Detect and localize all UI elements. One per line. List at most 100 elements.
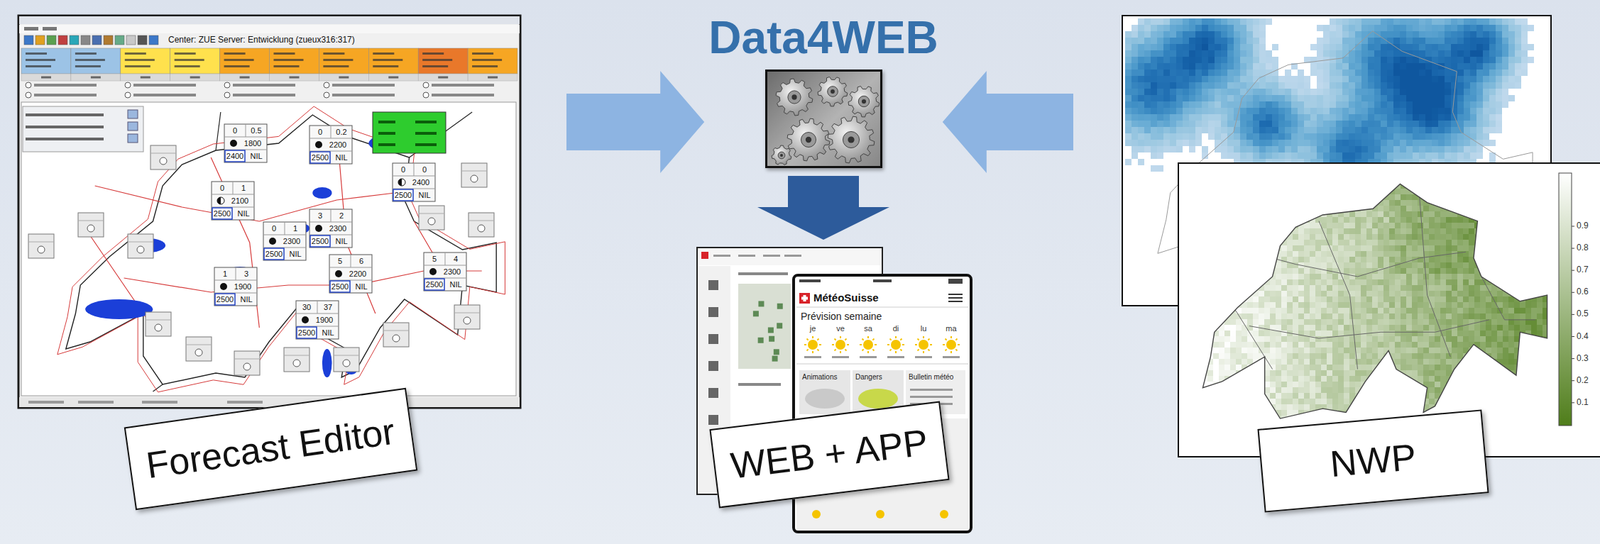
rect-part	[1387, 146, 1394, 153]
rect-part	[70, 48, 121, 74]
rect-part	[1163, 50, 1170, 57]
rect-part	[1450, 50, 1458, 57]
rect-part	[1207, 256, 1214, 263]
line-part	[78, 220, 104, 222]
rect-part	[1137, 63, 1145, 70]
rect-part	[1150, 56, 1158, 64]
rect-part	[1521, 31, 1528, 38]
rect-part	[1218, 302, 1225, 309]
rect-part	[1476, 44, 1483, 51]
rect-part	[1259, 50, 1266, 57]
rect-part	[1207, 274, 1214, 280]
rect-part	[1259, 95, 1266, 102]
rect-part	[1157, 18, 1164, 25]
line-part	[955, 349, 957, 351]
rect-part	[1502, 56, 1509, 64]
line-part	[834, 339, 837, 341]
rect-part	[1259, 63, 1266, 70]
rect-part	[1252, 82, 1260, 89]
line-part	[942, 344, 945, 346]
rect-part	[1399, 75, 1407, 83]
rect-part	[1431, 31, 1439, 38]
rect-part	[1329, 107, 1336, 115]
rect-part	[1169, 139, 1177, 147]
rect-part	[1425, 133, 1432, 140]
rect-part	[1272, 88, 1279, 96]
rect-part	[1246, 152, 1253, 160]
rect-part	[1125, 95, 1132, 102]
rect-part	[1489, 139, 1496, 147]
rect-part	[1182, 120, 1189, 128]
rect-part	[1213, 279, 1219, 286]
line-part	[445, 252, 446, 266]
rect-part	[1431, 127, 1439, 134]
rect-part	[1150, 44, 1158, 51]
rect-part	[1240, 24, 1247, 32]
rect-part	[753, 310, 759, 317]
line-part	[333, 355, 360, 357]
rect-part	[1489, 95, 1496, 102]
line-part	[796, 307, 969, 309]
rect-part	[1297, 133, 1304, 140]
rect-part	[1207, 370, 1214, 377]
rect-part	[1201, 200, 1208, 206]
rect-part	[1406, 95, 1413, 102]
rect-part	[1502, 24, 1509, 32]
rect-part	[1218, 279, 1225, 286]
rect-part	[1208, 56, 1215, 64]
rect-part	[1196, 302, 1202, 309]
rect-part	[1489, 24, 1496, 32]
rect-part	[1482, 37, 1490, 45]
line-part	[468, 220, 495, 222]
rect-part	[46, 35, 57, 45]
rect-part	[1144, 44, 1151, 51]
rect-part	[1218, 211, 1225, 218]
rect-part	[1196, 268, 1202, 275]
rect-part	[1406, 127, 1413, 134]
rect-part	[1444, 152, 1451, 160]
rect-part	[1342, 120, 1349, 128]
rect-part	[1348, 95, 1356, 102]
rect-part	[1201, 410, 1208, 416]
rect-part	[1208, 101, 1215, 108]
rect-part	[1188, 101, 1196, 108]
rect-part	[21, 73, 71, 81]
rect-part	[1380, 114, 1388, 121]
rect-part	[1355, 75, 1362, 83]
rect-part	[1425, 114, 1432, 121]
rect-part	[910, 396, 953, 399]
rect-part	[1169, 88, 1177, 96]
rect-part	[1297, 146, 1304, 153]
rect-part	[1482, 133, 1490, 140]
line-part	[839, 351, 842, 354]
circle-part	[918, 340, 929, 350]
rect-part	[1125, 120, 1132, 128]
rect-part	[1227, 152, 1234, 160]
rect-part	[708, 334, 719, 345]
rect-part	[1144, 107, 1151, 115]
rect-part	[1444, 37, 1451, 45]
rect-part	[1387, 127, 1394, 134]
rect-part	[948, 300, 963, 303]
rect-part	[1214, 107, 1221, 115]
line-part	[819, 344, 822, 346]
rect-part	[418, 73, 468, 81]
rect-part	[1380, 44, 1388, 51]
rect-part	[1399, 95, 1407, 102]
rect-part	[1393, 95, 1400, 102]
rect-part	[1495, 63, 1503, 70]
rect-part	[1348, 82, 1356, 89]
rect-part	[1393, 18, 1400, 25]
rect-part	[1284, 152, 1292, 160]
rect-part	[1259, 18, 1266, 25]
rect-part	[1502, 44, 1509, 51]
rect-part	[1323, 95, 1330, 102]
rect-part	[1233, 69, 1241, 76]
rect-part	[103, 35, 113, 45]
rect-part	[1227, 88, 1234, 96]
rect-part	[1489, 31, 1496, 38]
rect-part	[1291, 139, 1298, 147]
rect-part	[1476, 31, 1483, 38]
rect-part	[1201, 114, 1209, 121]
rect-part	[1418, 75, 1426, 83]
